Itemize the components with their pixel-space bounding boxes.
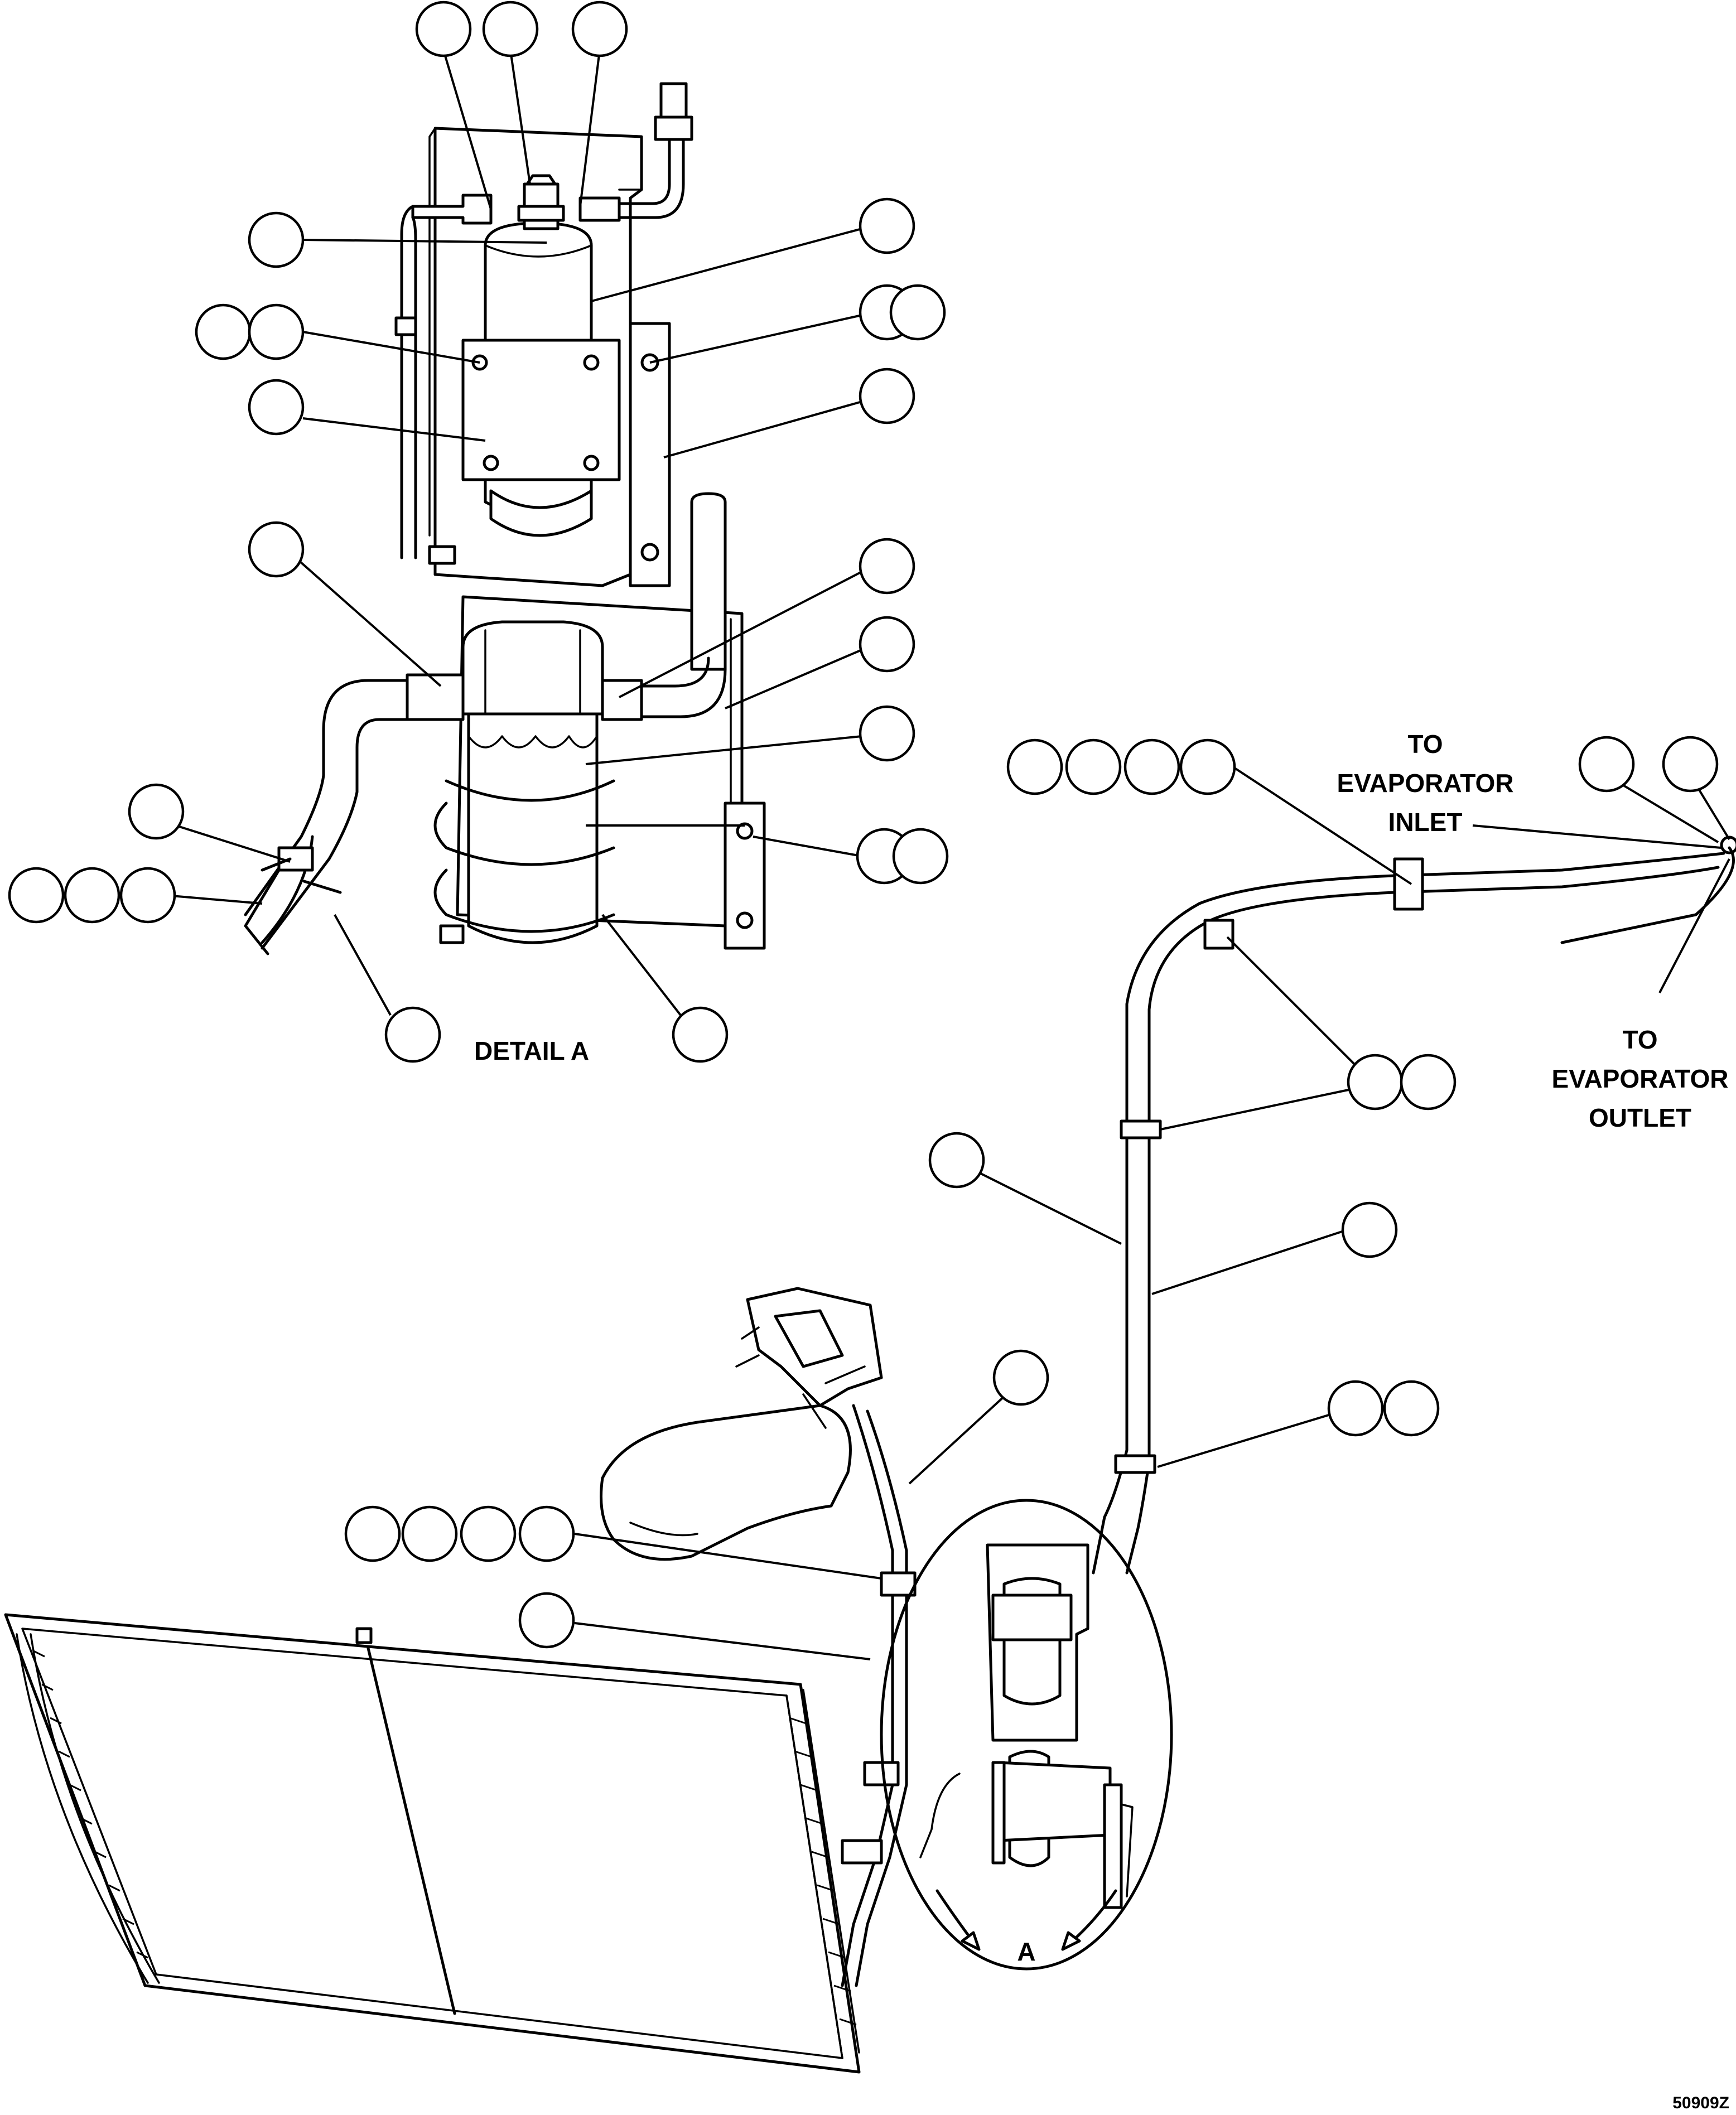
right-bracket [629, 322, 671, 587]
compressor-hose [841, 1404, 908, 1987]
callout-bubble [248, 521, 305, 578]
callout-bubble [859, 616, 915, 673]
callout-bubble [859, 197, 915, 254]
drier-clamp-plate [461, 339, 621, 481]
top-tube [411, 194, 493, 225]
callout-bubble [248, 303, 305, 360]
callout-bubble [518, 1592, 575, 1649]
evap-inlet-label-line3: INLET [1388, 808, 1463, 837]
callout-bubble [248, 379, 305, 436]
callout-bubble [384, 1006, 441, 1063]
callout-bubble [1179, 738, 1236, 795]
callout-bubble [859, 368, 915, 424]
callout-bubble [859, 705, 915, 762]
detail-a-title: DETAIL A [474, 1036, 589, 1065]
callout-bubble [8, 867, 65, 924]
callout-bubble [859, 538, 915, 595]
callout-bubble [571, 1, 628, 57]
accumulator-right-fitting [601, 679, 643, 721]
detail-a-ellipse [880, 1499, 1173, 1971]
main-assembly [4, 836, 1736, 2074]
callout-bubble [1383, 1380, 1440, 1437]
callout-bubble [128, 783, 185, 840]
view-marker-a: A [1017, 1937, 1035, 1966]
evap-outlet-label-line2: EVAPORATOR [1552, 1064, 1729, 1093]
text-labels: DETAIL A TO EVAPORATOR INLET TO EVAPORAT… [474, 730, 1729, 2112]
callout-bubble [119, 867, 176, 924]
callout-bubble [248, 211, 305, 268]
callout-bubble [460, 1505, 517, 1562]
condenser-core [4, 1613, 861, 2074]
callout-bubble [889, 284, 946, 341]
evap-inlet-label-line2: EVAPORATOR [1337, 769, 1514, 798]
accumulator-body [467, 712, 599, 944]
callout-bubble [344, 1505, 401, 1562]
accumulator-left-fitting [406, 673, 465, 721]
callout-bubble [415, 1, 472, 57]
callout-bubble [892, 828, 949, 885]
callout-bubble [928, 1132, 985, 1189]
callout-bubble [1347, 1054, 1404, 1110]
callout-bubble [1400, 1054, 1457, 1110]
figure-number: 50909Z [1672, 2094, 1729, 2112]
condenser-right-tubes [785, 1689, 860, 2059]
evap-outlet-label-line3: OUTLET [1589, 1103, 1691, 1132]
detail-a-assembly [244, 82, 766, 955]
compressor [600, 1404, 852, 1561]
callout-bubble [1341, 1201, 1398, 1258]
accumulator-head [461, 620, 604, 716]
callout-bubble [1065, 738, 1122, 795]
callout-bubble [1123, 738, 1180, 795]
evaporator-hose-bundle [1092, 852, 1725, 1575]
callout-bubble [1327, 1380, 1384, 1437]
callout-bubble [195, 303, 252, 360]
callout-bubble [1006, 738, 1063, 795]
callout-bubble [1578, 736, 1635, 793]
callout-bubble [401, 1505, 458, 1562]
detail-hose [244, 679, 409, 950]
evap-outlet-label-line1: TO [1622, 1025, 1657, 1054]
condenser-left-tubes [16, 1633, 160, 1984]
callout-bubble [482, 1, 539, 57]
callout-bubble [992, 1349, 1049, 1406]
callout-bubbles [8, 1, 1730, 1660]
callout-bubble [1662, 736, 1719, 793]
callout-bubble [518, 1505, 575, 1562]
callout-bubble [672, 1006, 729, 1063]
callout-bubble [64, 867, 120, 924]
evap-inlet-label-line1: TO [1407, 730, 1443, 759]
